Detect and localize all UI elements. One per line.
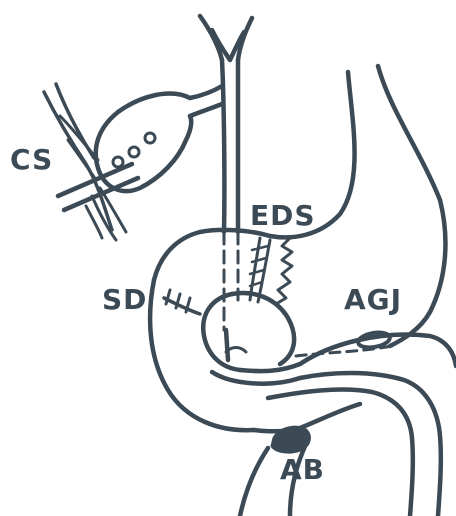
label-eds: EDS [250, 202, 316, 230]
label-cs: CS [10, 146, 53, 174]
label-ab: AB [280, 456, 325, 484]
label-agj: AGJ [344, 286, 402, 314]
gallbladder [96, 86, 222, 191]
label-sd: SD [102, 286, 147, 314]
sutured-duodenum [164, 290, 200, 314]
jejunal-limb [268, 330, 456, 516]
